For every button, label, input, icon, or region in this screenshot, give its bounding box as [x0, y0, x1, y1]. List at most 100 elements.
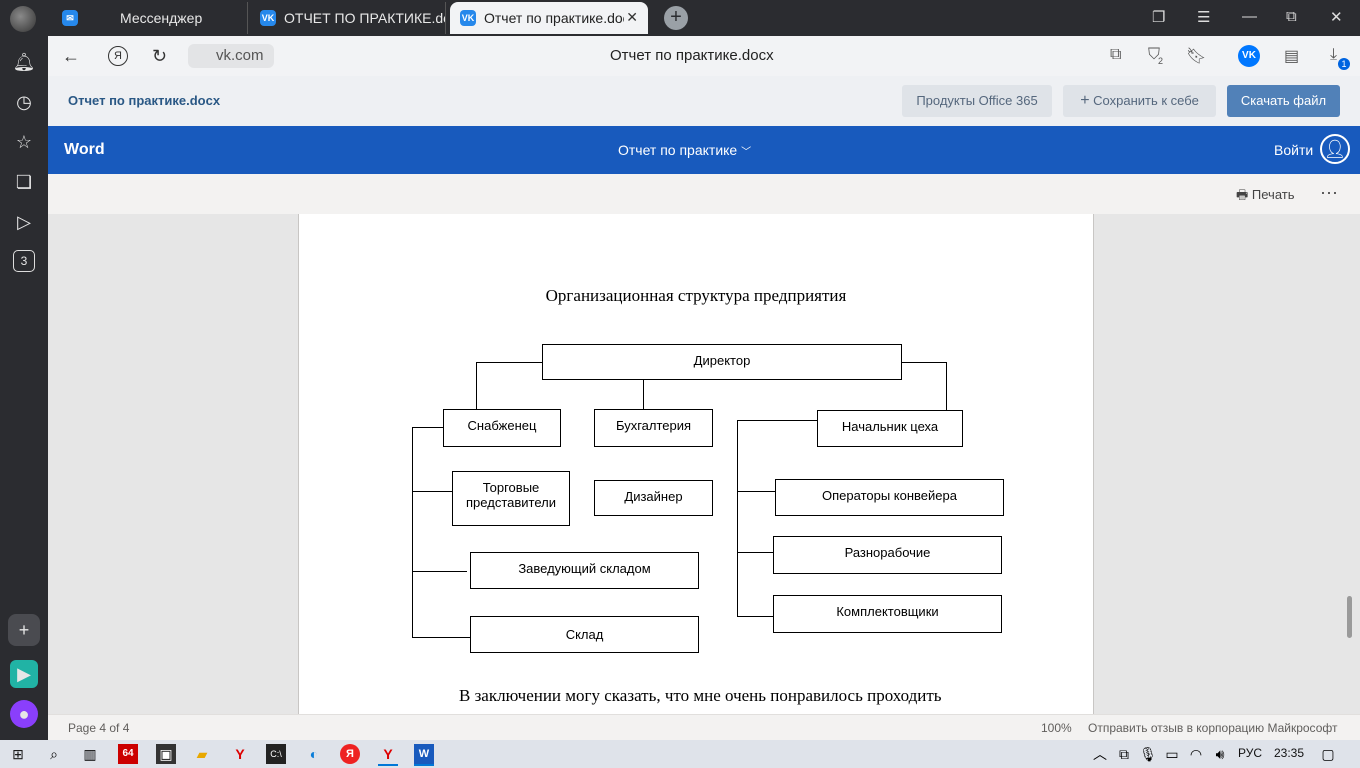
- zoom-level[interactable]: 100%: [1041, 721, 1072, 735]
- yandex-browser-active-icon[interactable]: Y: [378, 744, 398, 766]
- close-window-icon[interactable]: ✕: [1330, 9, 1343, 26]
- connector-line: [946, 362, 947, 410]
- battery-icon[interactable]: ▭: [1165, 746, 1179, 762]
- connector-line: [412, 571, 467, 572]
- address-bar: ← Я ↻ 🔒︎ vk.com Отчет по практике.docx ⧉…: [48, 36, 1360, 76]
- scrollbar-thumb[interactable]: [1347, 596, 1352, 638]
- close-tab-icon[interactable]: ✕: [626, 9, 638, 25]
- tab-label: Мессенджер: [120, 10, 203, 26]
- messenger-app-icon[interactable]: ▶: [10, 660, 38, 688]
- connector-line: [737, 420, 738, 616]
- yandex-browser-icon[interactable]: Y: [235, 746, 245, 762]
- chevron-down-icon: ﹀: [741, 147, 752, 158]
- office-products-button[interactable]: Продукты Office 365: [902, 85, 1052, 117]
- volume-icon[interactable]: 🔊︎: [1215, 746, 1225, 762]
- wifi-icon[interactable]: ◠: [1189, 746, 1203, 762]
- file-explorer-icon[interactable]: ▰: [196, 746, 208, 762]
- download-file-button[interactable]: Скачать файл: [1227, 85, 1340, 117]
- login-link[interactable]: Войти: [1274, 142, 1314, 158]
- downloads-badge: 1: [1338, 58, 1350, 70]
- clock[interactable]: 23:35: [1274, 746, 1305, 760]
- page-title: Отчет по практике.docx: [610, 47, 774, 64]
- org-box-sales-reps: Торговые представители: [452, 471, 570, 526]
- tab-label: Отчет по практике.docx: [484, 10, 624, 26]
- minimize-icon[interactable]: —: [1242, 8, 1257, 25]
- word-header: Word Отчет по практике ﹀ Войти 👤︎: [48, 126, 1360, 174]
- chevron-up-icon[interactable]: ︿: [1093, 746, 1107, 762]
- user-avatar-icon[interactable]: 👤︎: [1320, 134, 1350, 164]
- yandex-icon[interactable]: Я: [340, 744, 360, 764]
- doc-name[interactable]: Отчет по практике.docx: [68, 93, 221, 108]
- yandex-icon[interactable]: Я: [108, 46, 128, 66]
- video-icon[interactable]: ▷: [17, 212, 31, 232]
- save-to-self-button[interactable]: + Сохранить к себе: [1063, 85, 1216, 117]
- plus-icon: +: [1080, 92, 1090, 109]
- document-canvas[interactable]: Организационная структура предприятия Ди…: [48, 214, 1360, 714]
- shield-icon[interactable]: ⛉: [1148, 46, 1161, 63]
- tab-report-active[interactable]: VK Отчет по практике.docx ✕: [450, 2, 648, 34]
- star-icon[interactable]: ☆: [15, 132, 33, 152]
- collections-icon[interactable]: ❏: [15, 172, 33, 192]
- menu-icon[interactable]: ☰: [1197, 9, 1211, 26]
- more-options-icon[interactable]: ···: [1320, 182, 1338, 202]
- connector-line: [412, 427, 443, 428]
- language-indicator[interactable]: РУС: [1238, 746, 1263, 760]
- profile-avatar[interactable]: [10, 6, 36, 32]
- windows-start-icon[interactable]: ⊞: [12, 746, 24, 762]
- download-icon[interactable]: ⤓: [1330, 46, 1338, 63]
- doc-title: Отчет по практике: [618, 142, 738, 158]
- search-icon[interactable]: ⌕: [50, 746, 58, 762]
- new-tab-button[interactable]: +: [664, 6, 688, 30]
- app-icon[interactable]: ▣: [156, 744, 176, 764]
- connector-line: [476, 362, 542, 363]
- alice-icon[interactable]: ●: [10, 700, 38, 728]
- connector-line: [476, 362, 477, 409]
- word-logo[interactable]: Word: [64, 141, 105, 158]
- word-app-icon[interactable]: W: [414, 744, 434, 766]
- windows-taskbar: ⊞ ⌕ ▥ 64 ▣ ▰ Y C:\ ◐ Я Y W ︿ ⧉ 🎙︎ ▭ ◠ 🔊︎…: [0, 740, 1360, 768]
- task-view-icon[interactable]: ▥: [83, 746, 97, 762]
- edge-icon[interactable]: ◐: [309, 746, 319, 762]
- add-panel-icon[interactable]: +: [8, 614, 40, 646]
- connector-line: [412, 427, 413, 637]
- feedback-link[interactable]: Отправить отзыв в корпорацию Майкрософт: [1088, 721, 1338, 735]
- bell-icon[interactable]: 🔔︎: [12, 52, 36, 72]
- onedrive-icon[interactable]: ⧉: [1119, 746, 1129, 762]
- url-field[interactable]: vk.com: [188, 44, 274, 68]
- tab-counter-icon[interactable]: 3: [13, 250, 35, 272]
- print-button[interactable]: 🖶 Печать: [1236, 186, 1295, 208]
- reader-icon[interactable]: ▤: [1284, 48, 1300, 65]
- connector-line: [737, 616, 773, 617]
- org-box-director: Директор: [542, 344, 902, 380]
- microphone-icon[interactable]: 🎙︎: [1139, 746, 1157, 762]
- vk-extension-icon[interactable]: VK: [1238, 45, 1260, 67]
- browser-tab-bar: ✉ Мессенджер VK ОТЧЕТ ПО ПРАКТИКЕ.docx V…: [0, 0, 1360, 36]
- connector-line: [737, 491, 775, 492]
- org-box-accounting: Бухгалтерия: [594, 409, 713, 447]
- back-icon[interactable]: ←: [62, 46, 80, 66]
- copy-link-icon[interactable]: ⧉: [1110, 46, 1122, 63]
- doc-title-menu[interactable]: Отчет по практике ﹀: [618, 142, 751, 158]
- vk-icon: VK: [260, 10, 276, 26]
- org-box-conveyor-operators: Операторы конвейера: [775, 479, 1004, 516]
- document-page: Организационная структура предприятия Ди…: [298, 214, 1094, 714]
- bookmark-icon[interactable]: 🔖︎: [1186, 48, 1207, 65]
- history-icon[interactable]: ◷: [16, 92, 32, 112]
- org-box-designer: Дизайнер: [594, 480, 713, 516]
- bookmarks-panel-icon[interactable]: ❐: [1152, 9, 1166, 26]
- connector-line: [412, 491, 452, 492]
- messenger-icon: ✉: [62, 10, 78, 26]
- save-to-self-label: Сохранить к себе: [1093, 93, 1199, 108]
- org-box-warehouse: Склад: [470, 616, 699, 653]
- tab-messenger[interactable]: ✉ Мессенджер: [52, 2, 248, 34]
- restore-icon[interactable]: ⧉: [1286, 8, 1297, 25]
- status-bar: Page 4 of 4 100% Отправить отзыв в корпо…: [48, 714, 1360, 741]
- connector-line: [412, 637, 470, 638]
- terminal-icon[interactable]: C:\: [266, 744, 286, 764]
- tab-report-upper[interactable]: VK ОТЧЕТ ПО ПРАКТИКЕ.docx: [250, 2, 446, 34]
- notifications-icon[interactable]: ▢: [1321, 746, 1335, 762]
- aida64-icon[interactable]: 64: [118, 744, 138, 764]
- connector-line: [643, 380, 644, 409]
- org-box-warehouse-head: Заведующий складом: [470, 552, 699, 589]
- reload-icon[interactable]: ↻: [152, 46, 168, 66]
